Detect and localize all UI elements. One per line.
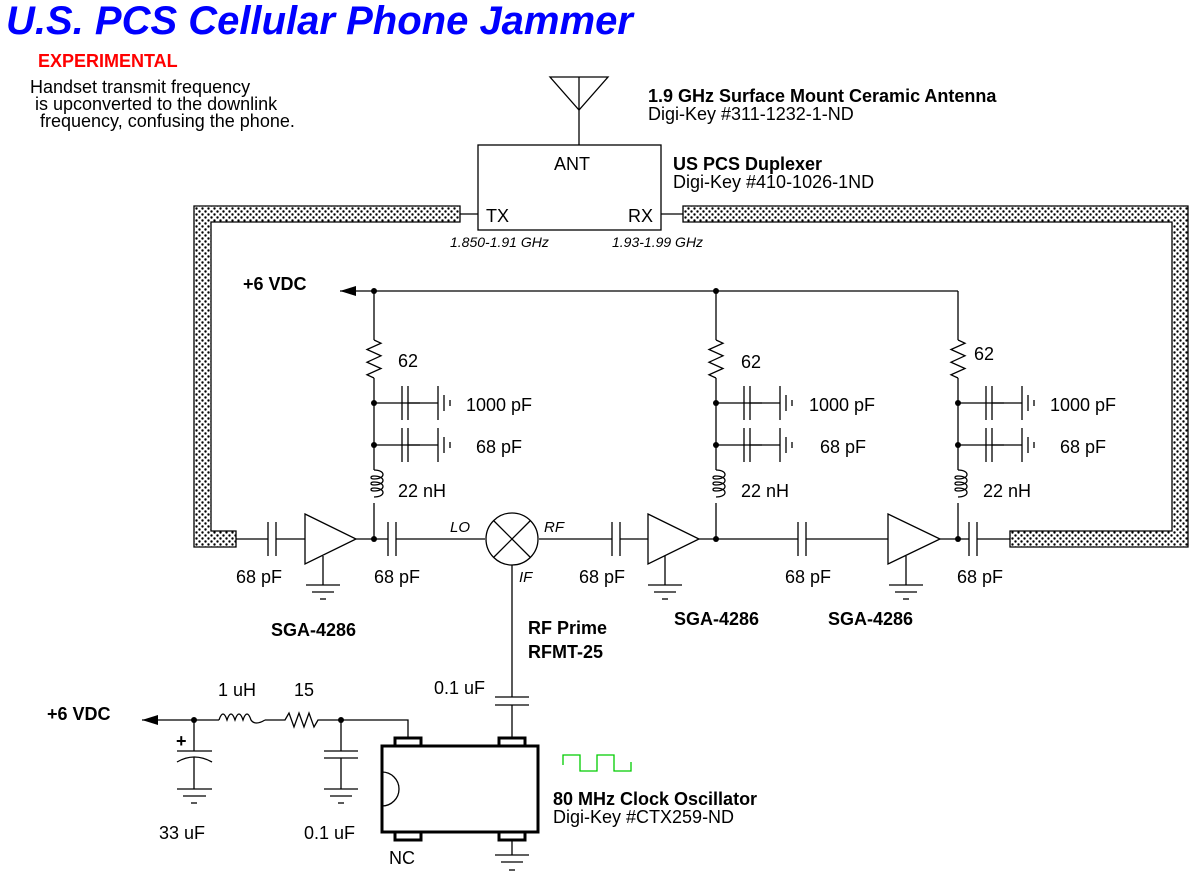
duplexer-name: US PCS Duplexer	[673, 154, 822, 174]
mixer-name: RF Prime	[528, 618, 607, 638]
antenna-part-number: Digi-Key #311-1232-1-ND	[648, 104, 854, 124]
bulk-capacitor-icon	[176, 720, 213, 804]
bias-resistor-label-3: 62	[974, 344, 994, 364]
duplexer-part-number: Digi-Key #410-1026-1ND	[673, 172, 874, 192]
inductor-icon	[370, 469, 384, 498]
bias-inductor-label-2: 22 nH	[741, 481, 789, 501]
bias-cap2-label-2: 68 pF	[820, 437, 866, 457]
bias-resistor-label-2: 62	[741, 352, 761, 372]
bias-network-1	[365, 291, 451, 539]
bias-cap1-label-1: 1000 pF	[466, 395, 532, 415]
antenna-name: 1.9 GHz Surface Mount Ceramic Antenna	[648, 86, 997, 106]
antenna-icon	[548, 76, 610, 145]
bias-cap1-label-3: 1000 pF	[1050, 395, 1116, 415]
resistor-15-icon	[265, 711, 343, 729]
coupling-cap-icon-3	[611, 522, 621, 556]
amplifier-label-3: SGA-4286	[828, 609, 913, 629]
oscillator-name: 80 MHz Clock Oscillator	[553, 789, 757, 809]
bypass-cap-label: 0.1 uF	[304, 823, 355, 843]
amplifier-icon-1	[304, 512, 358, 600]
inductor-1uh-icon	[218, 713, 266, 724]
coax-tx-path	[193, 205, 478, 548]
coupling-cap-label-5: 68 pF	[957, 567, 1003, 587]
coupling-cap-icon-1	[267, 522, 277, 556]
amplifier-icon-3	[887, 512, 942, 600]
coupling-cap-label-2: 68 pF	[374, 567, 420, 587]
mixer-port-rf: RF	[544, 519, 565, 536]
mixer-part-number: RFMT-25	[528, 642, 603, 662]
oscillator-part-number: Digi-Key #CTX259-ND	[553, 807, 734, 827]
mixer-icon	[485, 512, 539, 697]
amplifier-label-2: SGA-4286	[674, 609, 759, 629]
bypass-capacitor-icon	[324, 720, 358, 804]
osc-inductor-label: 1 uH	[218, 680, 256, 700]
nc-pin-label: NC	[389, 848, 415, 868]
supply-label-osc: +6 VDC	[47, 704, 111, 724]
coupling-cap-label-1: 68 pF	[236, 567, 282, 587]
clock-waveform-icon	[562, 754, 632, 772]
duplexer-port-tx: TX	[486, 206, 509, 226]
resistor-icon	[365, 339, 383, 379]
resistor-icon	[949, 339, 967, 379]
diagram-title: U.S. PCS Cellular Phone Jammer	[6, 0, 635, 43]
inductor-icon	[954, 469, 968, 498]
bias-resistor-label-1: 62	[398, 351, 418, 371]
experimental-label: EXPERIMENTAL	[38, 51, 178, 71]
amplifier-icon-2	[647, 512, 701, 600]
bias-inductor-label-3: 22 nH	[983, 481, 1031, 501]
mixer-port-lo: LO	[450, 519, 470, 536]
mixer-port-if: IF	[519, 569, 533, 586]
coupling-cap-icon-4	[797, 522, 807, 556]
bias-network-2	[707, 291, 793, 539]
oscillator-package-icon	[380, 736, 540, 871]
amplifier-label-1: SGA-4286	[271, 620, 356, 640]
description-line-3: frequency, confusing the phone.	[30, 111, 295, 131]
bias-cap2-label-3: 68 pF	[1060, 437, 1106, 457]
rx-band-label: 1.93-1.99 GHz	[612, 234, 703, 250]
bias-cap1-label-2: 1000 pF	[809, 395, 875, 415]
bulk-cap-polarity: +	[176, 731, 187, 751]
duplexer-port-ant: ANT	[554, 154, 590, 174]
if-coupling-cap-label: 0.1 uF	[434, 678, 485, 698]
coax-rx-path	[661, 205, 1189, 548]
duplexer-box	[477, 144, 662, 231]
description-line-1: Handset transmit frequency	[30, 77, 250, 97]
duplexer-port-rx: RX	[628, 206, 653, 226]
bias-network-3	[949, 291, 1035, 539]
supply-label-rf: +6 VDC	[243, 274, 307, 294]
if-coupling-capacitor-icon	[495, 696, 529, 738]
coupling-cap-icon-5	[968, 522, 978, 556]
bias-inductor-label-1: 22 nH	[398, 481, 446, 501]
coupling-cap-label-3: 68 pF	[579, 567, 625, 587]
bias-cap2-label-1: 68 pF	[476, 437, 522, 457]
inductor-icon	[712, 469, 726, 498]
coupling-cap-icon-2	[387, 522, 397, 556]
bulk-cap-label: 33 uF	[159, 823, 205, 843]
description-line-2: is upconverted to the downlink	[30, 94, 278, 114]
tx-band-label: 1.850-1.91 GHz	[450, 234, 549, 250]
resistor-icon	[707, 339, 725, 379]
osc-resistor-label: 15	[294, 680, 314, 700]
coupling-cap-label-4: 68 pF	[785, 567, 831, 587]
